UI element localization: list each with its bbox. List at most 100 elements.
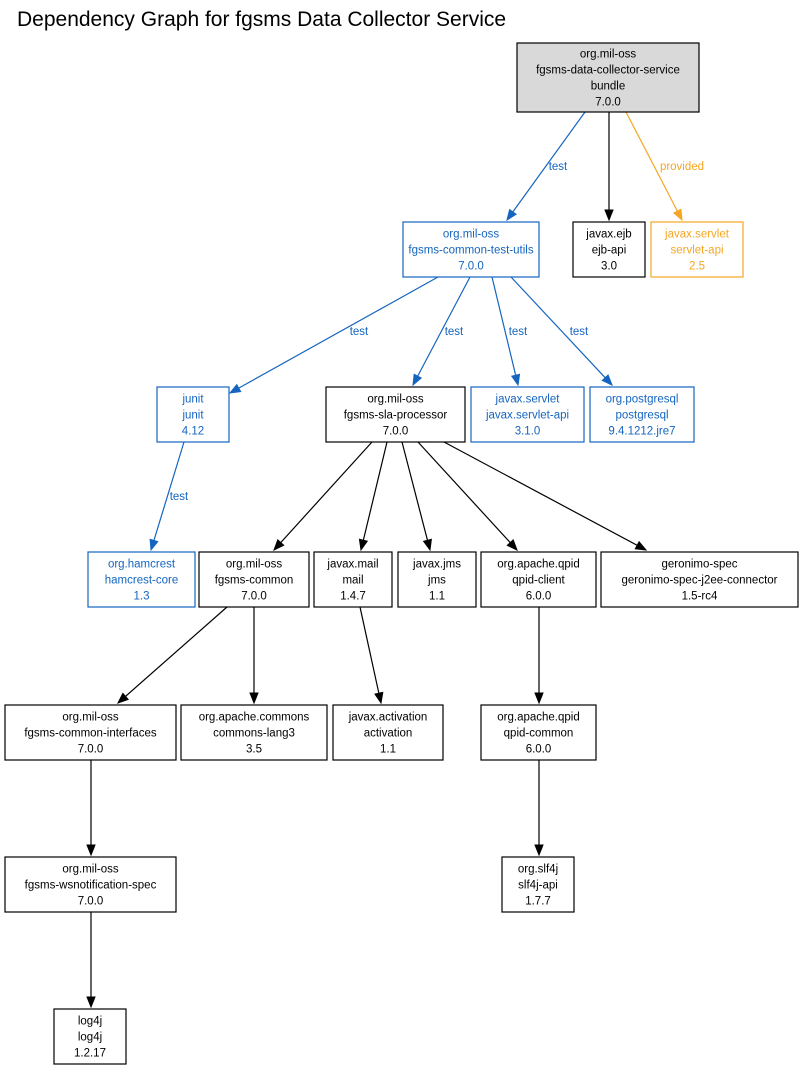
node-line: postgresql <box>615 410 668 422</box>
edge-line <box>125 606 228 697</box>
node-line: log4j <box>78 1032 102 1044</box>
node-line: activation <box>364 728 413 740</box>
node-line: bundle <box>591 81 626 93</box>
node-box <box>4 704 177 761</box>
edge-qpid-common-to-slf4j <box>534 760 544 857</box>
node-line: org.slf4j <box>518 864 558 876</box>
edge-test-utils-to-sla-processor: test <box>412 276 471 387</box>
edge-line <box>417 441 511 544</box>
node-box <box>600 551 799 608</box>
edge-label: provided <box>660 161 704 173</box>
arrowhead <box>149 538 159 552</box>
node-line: 1.2.17 <box>74 1048 106 1060</box>
edge-label: test <box>549 161 568 173</box>
node-line: 7.0.0 <box>595 97 621 109</box>
edge-sla-processor-to-mail <box>358 441 388 552</box>
node-line: javax.servlet-api <box>485 410 569 422</box>
node-line: 7.0.0 <box>241 591 267 603</box>
node-line: 7.0.0 <box>78 896 104 908</box>
arrowhead <box>510 373 521 387</box>
edge-sla-processor-to-geronimo <box>443 441 648 551</box>
node-line: commons-lang3 <box>213 728 295 740</box>
node-line: 9.4.1212.jre7 <box>608 426 675 438</box>
edge-wsnotification-to-log4j <box>86 912 96 1009</box>
node-line: mail <box>342 575 363 587</box>
edge-label: test <box>509 326 528 338</box>
node-box <box>332 704 444 761</box>
node-line: org.mil-oss <box>226 559 282 571</box>
edge-test-utils-to-postgresql: test <box>510 276 613 386</box>
node-line: geronimo-spec <box>661 559 737 571</box>
node-box <box>313 551 393 608</box>
edge-common-interfaces-to-wsnotification <box>86 760 96 857</box>
node-box <box>397 551 477 608</box>
node-box <box>402 221 540 278</box>
edge-sla-processor-to-fgsms-common <box>273 441 373 551</box>
node-line: slf4j-api <box>518 880 558 892</box>
arrowhead <box>228 383 242 394</box>
node-line: 4.12 <box>182 426 204 438</box>
arrowhead <box>601 374 613 386</box>
edge-junit-to-hamcrest: test <box>149 441 189 552</box>
node-activation: javax.activation activation 1.1 <box>332 704 444 761</box>
node-wsnotification: org.mil-ossfgsms-wsnotification-spec7.0.… <box>4 856 177 913</box>
node-box <box>516 42 700 113</box>
node-box <box>325 386 466 443</box>
arrowhead <box>249 692 259 705</box>
node-line: qpid-common <box>504 728 574 740</box>
node-box <box>156 386 230 443</box>
node-slf4j: org.slf4j slf4j-api 1.7.7 <box>501 856 575 913</box>
edge-root-to-servlet-api: provided <box>625 111 704 222</box>
node-box <box>480 551 597 608</box>
node-line: org.mil-oss <box>443 229 499 241</box>
node-line: org.mil-oss <box>62 864 118 876</box>
node-box <box>180 704 328 761</box>
node-line: servlet-api <box>670 245 723 257</box>
node-geronimo: geronimo-spec geronimo-spec-j2ee-connecto… <box>600 551 799 608</box>
edge-line <box>417 276 471 377</box>
node-line: junit <box>181 394 204 406</box>
diagram-title: Dependency Graph for fgsms Data Collecto… <box>17 8 507 31</box>
node-line: 3.1.0 <box>515 426 541 438</box>
node-line: 1.1 <box>380 744 396 756</box>
arrowhead <box>116 692 130 704</box>
node-line: org.hamcrest <box>108 559 176 571</box>
node-line: 1.3 <box>134 591 150 603</box>
edge-line <box>443 441 638 546</box>
node-box <box>480 704 597 761</box>
edge-fgsms-common-to-common-interfaces <box>116 606 228 704</box>
arrowhead <box>506 208 517 222</box>
node-line: 7.0.0 <box>458 261 484 273</box>
node-box <box>501 856 575 913</box>
edge-line <box>238 276 439 389</box>
arrowhead <box>422 538 432 552</box>
node-box <box>589 386 695 443</box>
edge-fgsms-common-to-commons-lang3 <box>249 607 259 705</box>
edge-label: test <box>570 326 589 338</box>
node-line: fgsms-data-collector-service <box>536 65 680 77</box>
node-line: geronimo-spec-j2ee-connector <box>622 575 778 587</box>
arrowhead <box>86 844 96 857</box>
node-line: 1.7.7 <box>525 896 551 908</box>
node-line: 6.0.0 <box>526 591 552 603</box>
node-box <box>53 1008 127 1065</box>
node-box <box>4 856 177 913</box>
arrowhead <box>534 692 544 705</box>
node-line: 1.1 <box>429 591 445 603</box>
node-line: org.apache.commons <box>199 712 310 724</box>
nodes-layer: org.mil-oss fgsms-data-collector-service b… <box>4 42 799 1065</box>
edge-line <box>510 276 606 379</box>
node-line: org.mil-oss <box>62 712 118 724</box>
node-line: javax.activation <box>348 712 428 724</box>
